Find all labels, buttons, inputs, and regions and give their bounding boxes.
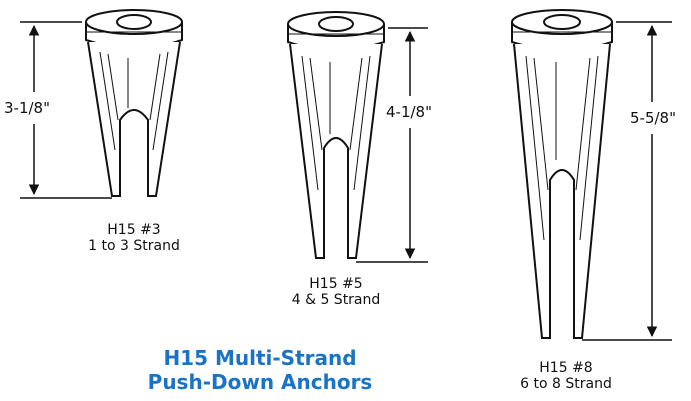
anchor-3-model: H15 #3: [107, 222, 161, 238]
anchor-5-dimension-label: 4-1/8": [386, 103, 432, 121]
title-line-2: Push-Down Anchors: [147, 370, 373, 394]
anchor-3-caption: H15 #3 1 to 3 Strand: [74, 222, 194, 254]
anchor-8-dimension-label: 5-5/8": [630, 109, 676, 127]
anchor-3-dimension: [20, 21, 112, 199]
anchor-8-strand: 6 to 8 Strand: [520, 376, 612, 392]
anchor-3-strand: 1 to 3 Strand: [88, 238, 180, 254]
anchor-5-caption: H15 #5 4 & 5 Strand: [276, 276, 396, 308]
anchor-3-dimension-label: 3-1/8": [4, 99, 50, 117]
anchor-8-model: H15 #8: [539, 360, 593, 376]
anchor-3-drawing: [85, 9, 183, 197]
anchor-5-strand: 4 & 5 Strand: [291, 292, 381, 308]
anchor-5-model: H15 #5: [309, 276, 363, 292]
anchor-8-drawing: [511, 9, 613, 339]
diagram-title: H15 Multi-Strand Push-Down Anchors: [120, 346, 400, 394]
anchor-5-drawing: [287, 11, 385, 259]
anchor-8-dimension: [582, 21, 672, 341]
anchor-5-dimension: [356, 27, 428, 263]
anchor-8-caption: H15 #8 6 to 8 Strand: [506, 360, 626, 392]
title-line-1: H15 Multi-Strand: [163, 346, 357, 370]
